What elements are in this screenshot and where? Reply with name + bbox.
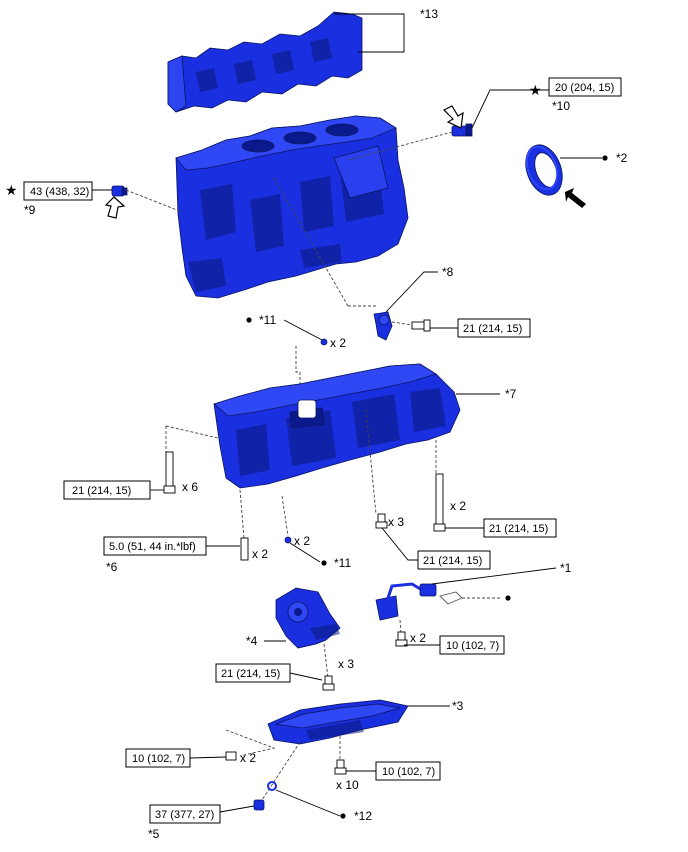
dot-marker-12 bbox=[340, 813, 346, 819]
part-5-drain-plug bbox=[253, 799, 265, 811]
dot-marker-11b bbox=[321, 560, 327, 566]
part-long-bolt-right bbox=[433, 473, 446, 532]
star-symbol-10: ★ bbox=[529, 82, 542, 98]
part-7-crankcase bbox=[213, 363, 461, 489]
part-nozzle-bolt bbox=[411, 319, 431, 332]
part-2-oil-seal bbox=[525, 144, 563, 196]
callout-9: *9 bbox=[24, 203, 36, 217]
qty-pan-bolt: x 10 bbox=[336, 778, 359, 792]
torque-mid-bolt: 21 (214, 15) bbox=[423, 555, 482, 567]
part-6-stud bbox=[240, 537, 249, 561]
part-sensor-bolt bbox=[395, 631, 408, 647]
qty-pump-bolt: x 3 bbox=[338, 657, 354, 671]
torque-long-bolt-right: 21 (214, 15) bbox=[489, 523, 548, 535]
part-4-oil-pump bbox=[275, 587, 341, 649]
callout-11a: *11 bbox=[259, 313, 276, 327]
part-sensor-seal bbox=[439, 591, 463, 605]
torque-long-bolt-left: 21 (214, 15) bbox=[72, 485, 131, 497]
arrow-solid-up-left bbox=[565, 188, 586, 208]
torque-pan-bolt: 10 (102, 7) bbox=[382, 766, 435, 778]
part-pan-nut bbox=[225, 751, 237, 761]
part-11-pin bbox=[320, 338, 328, 346]
qty-long-bolt-right: x 2 bbox=[450, 499, 466, 513]
callout-2: *2 bbox=[616, 151, 628, 165]
torque-stud: 5.0 (51, 44 in.*lbf) bbox=[109, 541, 196, 553]
torque-sensor-bolt: 10 (102, 7) bbox=[446, 640, 499, 652]
part-pump-bolt bbox=[322, 675, 335, 691]
part-3-oil-pan bbox=[267, 699, 409, 745]
torque-plug-9: 43 (438, 32) bbox=[30, 186, 89, 198]
callout-4: *4 bbox=[246, 634, 258, 648]
part-13-baffle bbox=[167, 11, 363, 113]
torque-nozzle: 21 (214, 15) bbox=[463, 323, 522, 335]
part-pan-bolt bbox=[334, 759, 347, 775]
part-12-gasket bbox=[267, 781, 277, 791]
part-9-plug bbox=[111, 185, 128, 197]
callout-13: *13 bbox=[420, 7, 438, 21]
torque-oil-pressure-switch: 20 (204, 15) bbox=[555, 82, 614, 94]
qty-pin-top: x 2 bbox=[330, 336, 346, 350]
torque-pump-bolt: 21 (214, 15) bbox=[221, 668, 280, 680]
callout-12: *12 bbox=[354, 809, 372, 823]
torque-pan-nut: 10 (102, 7) bbox=[132, 753, 185, 765]
qty-stud: x 2 bbox=[252, 547, 268, 561]
star-symbol-9: ★ bbox=[5, 182, 18, 198]
qty-pan-nut: x 2 bbox=[240, 751, 256, 765]
dot-marker-1 bbox=[505, 595, 511, 601]
part-11-pin-bottom bbox=[284, 536, 292, 544]
callout-7: *7 bbox=[505, 387, 517, 401]
qty-sensor-bolt: x 2 bbox=[410, 631, 426, 645]
part-1-sensor bbox=[375, 582, 437, 621]
part-long-bolt-left bbox=[163, 451, 176, 494]
callout-3: *3 bbox=[452, 699, 464, 713]
arrow-outline-up bbox=[104, 196, 126, 219]
part-mid-bolt bbox=[375, 513, 388, 529]
arrow-outline-down-right bbox=[442, 105, 464, 129]
callout-6: *6 bbox=[106, 560, 118, 574]
callout-5: *5 bbox=[148, 827, 160, 841]
part-cylinder-block bbox=[175, 115, 409, 299]
qty-pin-bottom: x 2 bbox=[294, 534, 310, 548]
callout-10: *10 bbox=[552, 99, 570, 113]
dot-marker-2 bbox=[602, 155, 608, 161]
callout-11b: *11 bbox=[334, 556, 351, 570]
part-8-oil-nozzle bbox=[373, 311, 393, 341]
qty-long-bolt-left: x 6 bbox=[182, 480, 198, 494]
torque-drain-plug: 37 (377, 27) bbox=[155, 809, 214, 821]
qty-mid-bolt: x 3 bbox=[388, 515, 404, 529]
dot-marker-11a bbox=[246, 317, 252, 323]
callout-1: *1 bbox=[560, 561, 572, 575]
callout-8: *8 bbox=[442, 265, 454, 279]
